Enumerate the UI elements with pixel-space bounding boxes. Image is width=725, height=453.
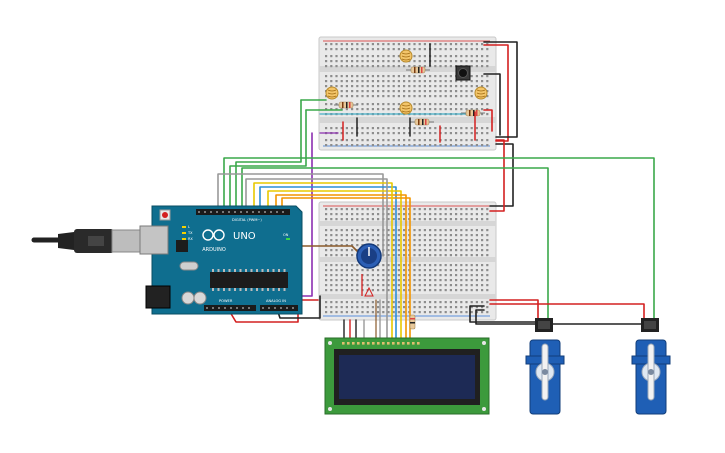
wire-green[interactable]: [241, 167, 549, 319]
resistor-3[interactable]: [410, 118, 434, 126]
capacitor-2: [193, 291, 207, 305]
photoresistor-2[interactable]: [325, 86, 339, 100]
photoresistor-4[interactable]: [474, 86, 488, 100]
chip-legs: [212, 269, 286, 291]
wire-black[interactable]: [469, 305, 545, 323]
jumper-links: [319, 43, 476, 143]
resistor-4[interactable]: [461, 109, 485, 117]
wire-gray[interactable]: [245, 178, 388, 341]
servo-2[interactable]: [631, 318, 671, 415]
wire-black[interactable]: [483, 73, 501, 136]
wire-green[interactable]: [229, 109, 307, 214]
board-leds: L TX RX ON: [182, 225, 290, 241]
led-l-label: L: [188, 225, 190, 229]
header-pins: [198, 211, 294, 309]
resistor-2[interactable]: [334, 101, 358, 109]
wire-green[interactable]: [223, 157, 655, 319]
wire-black[interactable]: [489, 143, 514, 207]
breadboard-main[interactable]: [318, 201, 497, 321]
arduino-uno-board[interactable]: ARDUINO UNO DIGITAL (PWM~) POWER ANALOG …: [139, 205, 303, 315]
power-jack: [145, 285, 171, 309]
wire-gray[interactable]: [217, 173, 384, 257]
wire-red[interactable]: [489, 303, 645, 319]
capacitor-1: [181, 291, 195, 305]
resistor-lcd[interactable]: [409, 314, 416, 330]
usb-port: [139, 225, 169, 255]
wire-red[interactable]: [489, 299, 539, 319]
wire-red[interactable]: [483, 109, 493, 132]
wire-yellow[interactable]: [267, 190, 402, 341]
atmega-chip: [210, 272, 288, 288]
wire-red[interactable]: [229, 299, 319, 323]
wire-orange[interactable]: [275, 194, 407, 341]
lcd-screen: [339, 355, 475, 399]
small-ic: [176, 240, 188, 252]
power-label: POWER: [219, 299, 233, 303]
wire-red[interactable]: [483, 44, 509, 142]
wire-black[interactable]: [475, 309, 651, 325]
analog-label: ANALOG IN: [266, 299, 286, 303]
wire-black[interactable]: [483, 41, 518, 138]
photoresistor-1[interactable]: [399, 49, 413, 63]
servo-1[interactable]: [525, 318, 565, 415]
digital-header: [196, 209, 290, 215]
lcd-display[interactable]: [324, 337, 490, 415]
pushbutton[interactable]: [455, 65, 471, 81]
wire-blue[interactable]: [259, 186, 397, 341]
led-on-label: ON: [283, 233, 289, 237]
lcd-pins: [342, 342, 420, 345]
analog-header: [260, 305, 298, 311]
potentiometer[interactable]: [356, 243, 382, 297]
usb-cable[interactable]: [31, 229, 143, 253]
arduino-brand-label: ARDUINO: [202, 247, 226, 253]
wires: [217, 41, 655, 341]
digital-label: DIGITAL (PWM~): [232, 218, 262, 222]
led-rx-label: RX: [188, 237, 193, 241]
arduino-model-label: UNO: [233, 231, 256, 242]
crystal: [179, 261, 199, 271]
photoresistor-3[interactable]: [399, 101, 413, 115]
resistor-1[interactable]: [406, 66, 430, 74]
wire-red[interactable]: [489, 139, 505, 212]
led-tx-label: TX: [187, 231, 193, 235]
wire-green[interactable]: [235, 99, 302, 214]
wire-yellow[interactable]: [253, 182, 393, 341]
arduino-logo: ARDUINO UNO: [202, 229, 256, 253]
